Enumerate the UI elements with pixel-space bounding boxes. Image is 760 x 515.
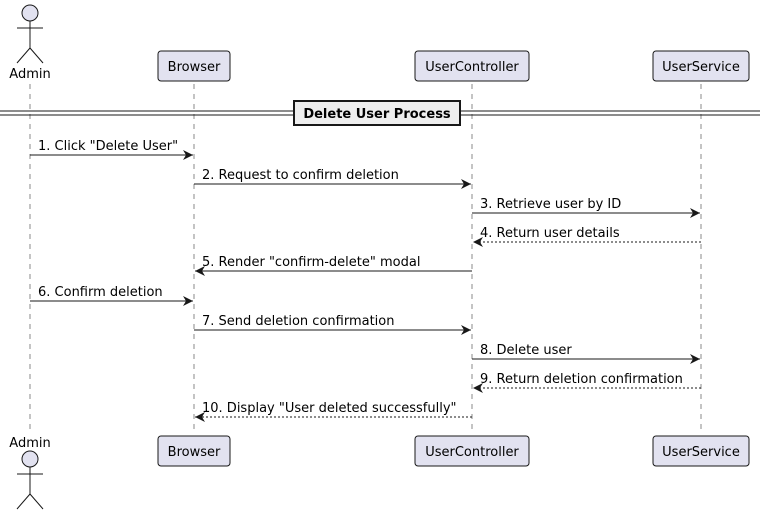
messages: 1. Click "Delete User" 2. Request to conf… bbox=[30, 139, 701, 422]
participant-label: UserService bbox=[662, 445, 740, 460]
participant-userservice-top: UserService bbox=[652, 50, 750, 82]
participant-usercontroller-bottom: UserController bbox=[414, 435, 530, 467]
participant-box bbox=[414, 50, 530, 82]
actor-label: Admin bbox=[9, 67, 50, 82]
message-label: 8. Delete user bbox=[480, 343, 572, 358]
message-7: 7. Send deletion confirmation bbox=[194, 314, 471, 335]
message-5: 5. Render "confirm-delete" modal bbox=[195, 255, 472, 276]
message-label: 1. Click "Delete User" bbox=[38, 139, 178, 154]
actor-label: Admin bbox=[9, 436, 50, 451]
actor-admin-bottom: Admin bbox=[9, 436, 51, 510]
message-label: 6. Confirm deletion bbox=[38, 285, 163, 300]
message-label: 9. Return deletion confirmation bbox=[480, 372, 683, 387]
group-label: Delete User Process bbox=[303, 107, 451, 122]
group-divider: Delete User Process bbox=[0, 100, 760, 126]
message-label: 3. Retrieve user by ID bbox=[480, 197, 621, 212]
participant-label: UserController bbox=[425, 60, 519, 75]
actor-admin-top: Admin bbox=[9, 4, 51, 82]
message-label: 7. Send deletion confirmation bbox=[202, 314, 394, 329]
message-4: 4. Return user details bbox=[473, 226, 701, 247]
actor-icon bbox=[16, 4, 44, 64]
participant-browser-bottom: Browser bbox=[157, 435, 231, 467]
participant-label: Browser bbox=[168, 60, 221, 75]
message-6: 6. Confirm deletion bbox=[30, 285, 193, 306]
message-8: 8. Delete user bbox=[472, 343, 700, 364]
participant-label: UserService bbox=[662, 60, 740, 75]
message-label: 4. Return user details bbox=[480, 226, 620, 241]
participant-box bbox=[157, 435, 231, 467]
participant-box bbox=[652, 50, 750, 82]
message-2: 2. Request to confirm deletion bbox=[194, 168, 471, 189]
message-9: 9. Return deletion confirmation bbox=[473, 372, 701, 393]
participant-box bbox=[157, 50, 231, 82]
participant-heads: AdminAdminBrowserBrowserUserControllerUs… bbox=[9, 4, 750, 510]
group-label-box bbox=[293, 100, 461, 126]
actor-icon bbox=[16, 450, 44, 510]
participant-label: UserController bbox=[425, 445, 519, 460]
participant-browser-top: Browser bbox=[157, 50, 231, 82]
participant-userservice-bottom: UserService bbox=[652, 435, 750, 467]
message-3: 3. Retrieve user by ID bbox=[472, 197, 700, 218]
message-label: 2. Request to confirm deletion bbox=[202, 168, 399, 183]
participant-box bbox=[414, 435, 530, 467]
message-label: 10. Display "User deleted successfully" bbox=[202, 401, 457, 416]
participant-label: Browser bbox=[168, 445, 221, 460]
message-label: 5. Render "confirm-delete" modal bbox=[202, 255, 420, 270]
lifelines bbox=[29, 84, 702, 433]
participant-box bbox=[652, 435, 750, 467]
participant-usercontroller-top: UserController bbox=[414, 50, 530, 82]
message-1: 1. Click "Delete User" bbox=[30, 139, 193, 160]
message-10: 10. Display "User deleted successfully" bbox=[195, 401, 472, 422]
